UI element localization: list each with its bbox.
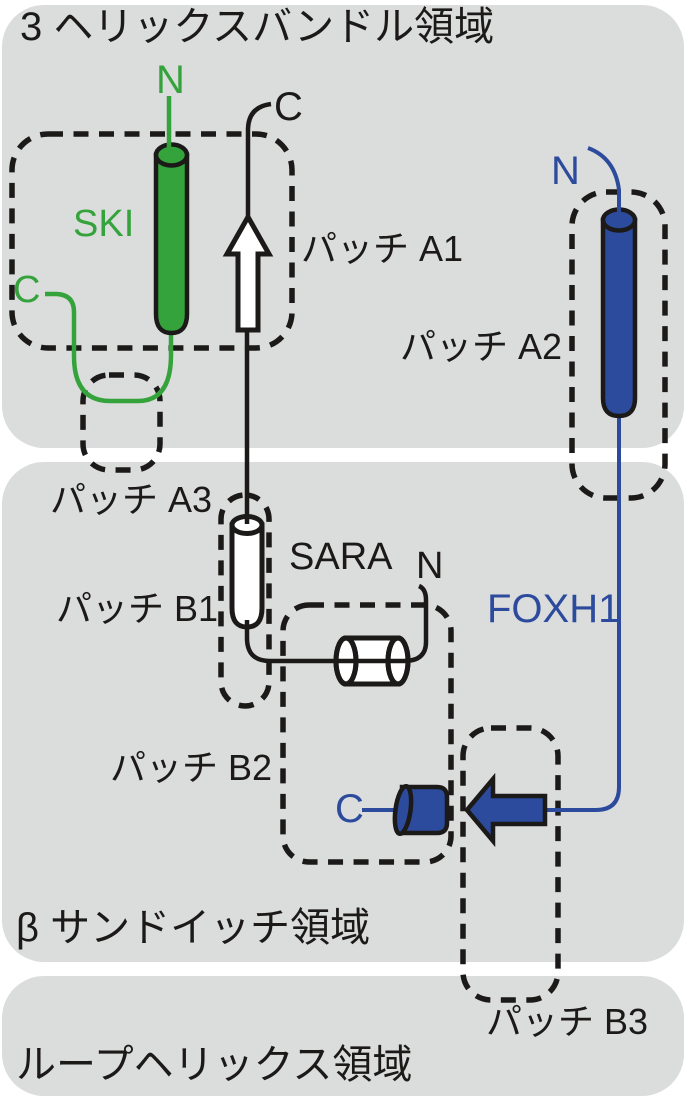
foxh1-small-helix-cap [392, 783, 414, 837]
foxh1-backbone-line [546, 414, 621, 812]
region-title-helix-bundle: 3 ヘリックスバンドル領域 [20, 5, 494, 49]
beta-sandwich-region-background [2, 462, 684, 962]
patch-a3-label: パッチ A3 [50, 479, 212, 520]
ski-c-terminal-loop [45, 291, 174, 404]
sara-left-cap-outline [333, 635, 359, 687]
patch-b1-label: パッチ B1 [56, 588, 218, 629]
ski-helix-cylinder [153, 152, 190, 336]
sara-name-label: SARA [289, 536, 393, 578]
patch-b3-box [460, 725, 561, 1003]
foxh1-name-label: FOXH1 [487, 587, 620, 631]
patch-a2-label: パッチ A2 [400, 326, 562, 367]
foxh1-n-terminal-line [587, 146, 621, 222]
sara-c-terminus-label: C [274, 85, 303, 129]
ski-molecule [45, 96, 190, 404]
sara-lower-backbone-line [244, 583, 429, 664]
ski-n-terminus-label: N [156, 58, 185, 102]
sara-b1-helix-cylinder [229, 522, 265, 630]
sara-c-terminal-line [245, 101, 272, 219]
region-title-loop-helix: ループヘリックス領域 [16, 1043, 412, 1087]
sara-n-terminus-label: N [416, 545, 443, 587]
foxh1-c-terminus-label: C [335, 787, 364, 831]
ski-c-terminus-label: C [13, 269, 40, 311]
foxh1-helix-cylinder [600, 217, 638, 419]
sara-molecule [222, 101, 429, 687]
patch-b2-box [280, 602, 454, 865]
patch-a3-box [80, 372, 163, 473]
foxh1-n-terminus-label: N [551, 149, 580, 193]
sara-right-cap-outline [385, 635, 411, 687]
patch-a1-box [9, 131, 295, 351]
foxh1-molecule [362, 146, 638, 848]
ski-name-label: SKI [73, 203, 134, 245]
loop-helix-region-background [2, 976, 684, 1096]
patch-b3-label: パッチ B3 [486, 1001, 648, 1042]
patch-a1-label: パッチ A1 [301, 228, 463, 269]
ski-helix-top-cap [153, 142, 190, 168]
patch-b2-label: パッチ B2 [110, 747, 272, 788]
region-title-beta-sandwich: β サンドイッチ領域 [16, 906, 370, 950]
foxh1-beta-strand-left-arrow [464, 772, 548, 848]
